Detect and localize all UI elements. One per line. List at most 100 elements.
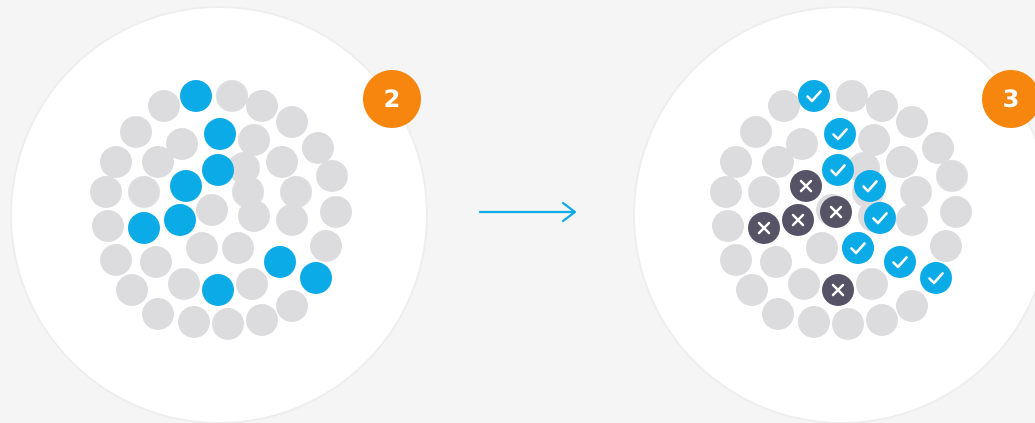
dot bbox=[762, 298, 794, 330]
dot bbox=[236, 268, 268, 300]
selected-dot bbox=[164, 204, 196, 236]
selected-dot bbox=[264, 246, 296, 278]
dot bbox=[246, 304, 278, 336]
dot bbox=[246, 90, 278, 122]
selected-dot bbox=[300, 262, 332, 294]
check-icon bbox=[864, 202, 896, 234]
dot bbox=[922, 132, 954, 164]
selected-dot bbox=[170, 170, 202, 202]
dot bbox=[142, 298, 174, 330]
dot bbox=[92, 210, 124, 242]
cross-icon bbox=[822, 274, 854, 306]
dot bbox=[886, 146, 918, 178]
dot bbox=[120, 116, 152, 148]
correct-dot bbox=[822, 154, 854, 186]
selected-dot bbox=[202, 274, 234, 306]
dot bbox=[128, 176, 160, 208]
selected-dot bbox=[202, 154, 234, 186]
dot bbox=[736, 274, 768, 306]
dot bbox=[900, 176, 932, 208]
dot bbox=[178, 306, 210, 338]
dot bbox=[238, 200, 270, 232]
dot bbox=[930, 230, 962, 262]
arrow-right-icon bbox=[478, 201, 577, 223]
dot bbox=[266, 146, 298, 178]
dot bbox=[100, 146, 132, 178]
check-icon bbox=[920, 262, 952, 294]
wrong-dot bbox=[782, 204, 814, 236]
dot bbox=[320, 196, 352, 228]
dot bbox=[832, 308, 864, 340]
dot bbox=[186, 232, 218, 264]
dot bbox=[316, 160, 348, 192]
dot bbox=[712, 210, 744, 242]
dot bbox=[858, 124, 890, 156]
dot bbox=[222, 232, 254, 264]
dot bbox=[216, 80, 248, 112]
dot bbox=[788, 268, 820, 300]
dot bbox=[760, 246, 792, 278]
correct-dot bbox=[854, 170, 886, 202]
dot bbox=[280, 176, 312, 208]
correct-dot bbox=[798, 80, 830, 112]
dot bbox=[748, 176, 780, 208]
step-2-badge: 2 bbox=[363, 70, 421, 128]
wrong-dot bbox=[820, 196, 852, 228]
dot bbox=[768, 90, 800, 122]
dot bbox=[866, 90, 898, 122]
dot bbox=[806, 232, 838, 264]
dot bbox=[762, 146, 794, 178]
dot bbox=[238, 124, 270, 156]
dot bbox=[720, 146, 752, 178]
dot bbox=[302, 132, 334, 164]
dot bbox=[798, 306, 830, 338]
step-3-badge: 3 bbox=[982, 70, 1035, 128]
dot bbox=[90, 176, 122, 208]
dot bbox=[896, 204, 928, 236]
wrong-dot bbox=[822, 274, 854, 306]
cross-icon bbox=[748, 212, 780, 244]
dot bbox=[148, 90, 180, 122]
dot bbox=[866, 304, 898, 336]
correct-dot bbox=[884, 246, 916, 278]
dot bbox=[276, 106, 308, 138]
dot bbox=[720, 244, 752, 276]
dot bbox=[856, 268, 888, 300]
dot bbox=[276, 204, 308, 236]
correct-dot bbox=[842, 232, 874, 264]
dot bbox=[142, 146, 174, 178]
cross-icon bbox=[790, 170, 822, 202]
dot bbox=[116, 274, 148, 306]
correct-dot bbox=[864, 202, 896, 234]
dot bbox=[740, 116, 772, 148]
correct-dot bbox=[824, 118, 856, 150]
correct-dot bbox=[920, 262, 952, 294]
dot bbox=[836, 80, 868, 112]
check-icon bbox=[798, 80, 830, 112]
check-icon bbox=[822, 154, 854, 186]
cross-icon bbox=[820, 196, 852, 228]
dot bbox=[100, 244, 132, 276]
dot bbox=[936, 160, 968, 192]
dot bbox=[212, 308, 244, 340]
cross-icon bbox=[782, 204, 814, 236]
dot bbox=[896, 290, 928, 322]
selected-dot bbox=[128, 212, 160, 244]
dot bbox=[710, 176, 742, 208]
selected-dot bbox=[204, 118, 236, 150]
check-icon bbox=[824, 118, 856, 150]
check-icon bbox=[884, 246, 916, 278]
selected-dot bbox=[180, 80, 212, 112]
dot bbox=[196, 194, 228, 226]
check-icon bbox=[842, 232, 874, 264]
wrong-dot bbox=[748, 212, 780, 244]
dot bbox=[276, 290, 308, 322]
dot bbox=[168, 268, 200, 300]
dot bbox=[896, 106, 928, 138]
dot bbox=[940, 196, 972, 228]
check-icon bbox=[854, 170, 886, 202]
dot bbox=[310, 230, 342, 262]
wrong-dot bbox=[790, 170, 822, 202]
dot bbox=[140, 246, 172, 278]
